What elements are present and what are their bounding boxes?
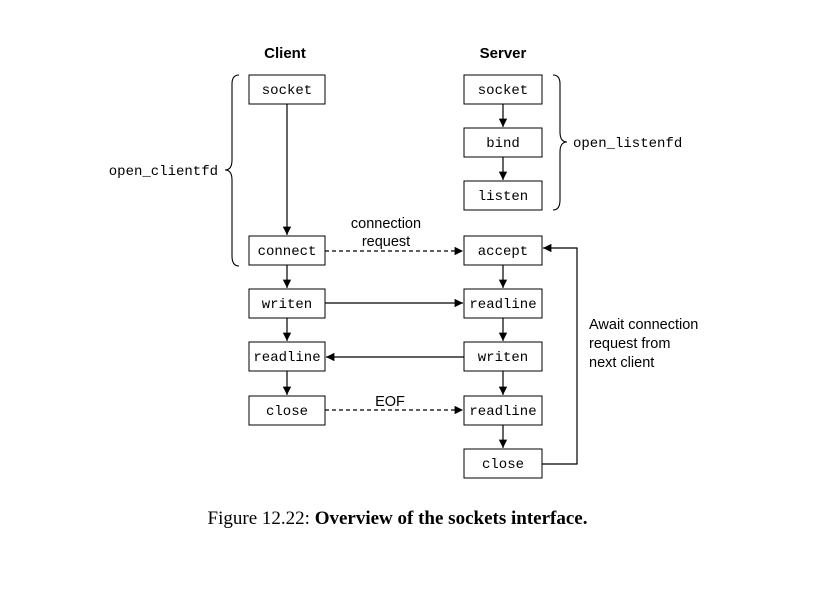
client-readline-box: readline xyxy=(248,341,326,372)
client-writen-box: writen xyxy=(248,288,326,319)
server-readline-label-2: readline xyxy=(469,404,536,420)
await-label-1: Await connection xyxy=(589,317,698,333)
client-socket-label: socket xyxy=(262,83,312,99)
connection-request-label-2: request xyxy=(362,234,410,250)
server-writen-label: writen xyxy=(478,350,528,366)
client-close-label: close xyxy=(266,404,308,420)
figure-caption: Figure 12.22: Overview of the sockets in… xyxy=(0,508,795,530)
server-bind-label: bind xyxy=(486,136,520,152)
server-readline-label-1: readline xyxy=(469,297,536,313)
client-writen-label: writen xyxy=(262,297,312,313)
open-clientfd-label: open_clientfd xyxy=(109,164,218,180)
client-connect-box: connect xyxy=(248,235,326,266)
server-listen-box: listen xyxy=(463,180,543,211)
server-socket-box: socket xyxy=(463,74,543,105)
server-header: Server xyxy=(480,45,527,62)
client-connect-label: connect xyxy=(258,244,317,260)
client-brace xyxy=(224,74,240,267)
caption-title: Overview of the sockets interface. xyxy=(314,508,588,529)
await-label-3: next client xyxy=(589,355,654,371)
server-bind-box: bind xyxy=(463,127,543,158)
server-accept-label: accept xyxy=(478,244,528,260)
client-header: Client xyxy=(264,45,306,62)
server-readline-box-2: readline xyxy=(463,395,543,426)
server-readline-box-1: readline xyxy=(463,288,543,319)
await-label-2: request from xyxy=(589,336,670,352)
server-close-label: close xyxy=(482,457,524,473)
client-readline-label: readline xyxy=(253,350,320,366)
server-socket-label: socket xyxy=(478,83,528,99)
eof-label: EOF xyxy=(375,394,405,410)
server-writen-box: writen xyxy=(463,341,543,372)
client-close-box: close xyxy=(248,395,326,426)
server-brace xyxy=(552,74,568,211)
client-socket-box: socket xyxy=(248,74,326,105)
server-listen-label: listen xyxy=(478,189,528,205)
caption-prefix: Figure 12.22: xyxy=(207,508,310,529)
connection-request-label-1: connection xyxy=(351,216,421,232)
arrow-loop-close-to-accept xyxy=(542,243,578,465)
server-close-box: close xyxy=(463,448,543,479)
server-accept-box: accept xyxy=(463,235,543,266)
open-listenfd-label: open_listenfd xyxy=(573,136,682,152)
